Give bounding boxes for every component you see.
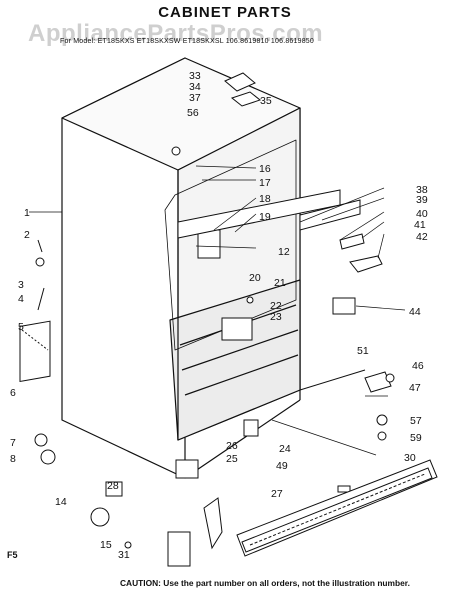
callout-17: 17: [259, 177, 271, 189]
callout-41: 41: [414, 219, 426, 231]
callout-14: 14: [55, 496, 67, 508]
callout-7: 7: [10, 437, 16, 449]
model-numbers: For Model: ET18SKXS ET18SKXSW ET18SKXSL …: [60, 38, 314, 45]
diagram-title: CABINET PARTS: [158, 4, 292, 21]
callout-49: 49: [276, 460, 288, 472]
callout-24: 24: [279, 443, 291, 455]
callout-37: 37: [189, 92, 201, 104]
callout-25: 25: [226, 453, 238, 465]
callout-33: 33: [189, 70, 201, 82]
callout-51: 51: [357, 345, 369, 357]
callout-23: 23: [270, 311, 282, 323]
callout-30: 30: [404, 452, 416, 464]
cabinet-shell: [61, 57, 301, 479]
callout-39: 39: [416, 194, 428, 206]
callout-3: 3: [18, 279, 24, 291]
left-hardware: [19, 239, 132, 549]
callout-labels: 1 2 3 4 5 6 7 8 12 14 15 16 17 18 19 20 …: [10, 70, 428, 561]
callout-57: 57: [410, 415, 422, 427]
callout-2: 2: [24, 229, 30, 241]
callout-20: 20: [249, 272, 261, 284]
callout-1: 1: [24, 207, 30, 219]
callout-38: 38: [416, 184, 428, 196]
callout-26: 26: [226, 440, 238, 452]
callout-18: 18: [259, 193, 271, 205]
callout-34: 34: [189, 81, 201, 93]
callout-4: 4: [18, 293, 24, 305]
leader-lines: [29, 165, 406, 456]
callout-21: 21: [274, 277, 286, 289]
callout-15: 15: [100, 539, 112, 551]
page-reference: F5: [7, 550, 18, 560]
callout-8: 8: [10, 453, 16, 465]
callout-27: 27: [271, 488, 283, 500]
callout-31: 31: [118, 549, 130, 561]
callout-47: 47: [409, 382, 421, 394]
callout-19: 19: [259, 211, 271, 223]
callout-40: 40: [416, 208, 428, 220]
watermark: AppliancePartsPros.com: [28, 20, 324, 47]
callout-6: 6: [10, 387, 16, 399]
callout-16: 16: [259, 163, 271, 175]
callout-42: 42: [416, 231, 428, 243]
toe-grille: [236, 459, 438, 557]
callout-59: 59: [410, 432, 422, 444]
callout-22: 22: [270, 300, 282, 312]
right-hardware: [167, 72, 395, 567]
callout-5: 5: [18, 321, 24, 333]
callout-44: 44: [409, 306, 421, 318]
callout-46: 46: [412, 360, 424, 372]
brace-rail: [177, 189, 366, 391]
callout-35: 35: [260, 95, 272, 107]
caution-note: CAUTION: Use the part number on all orde…: [120, 578, 410, 588]
callout-12: 12: [278, 246, 290, 258]
callout-28: 28: [107, 480, 119, 492]
callout-56: 56: [187, 107, 199, 119]
